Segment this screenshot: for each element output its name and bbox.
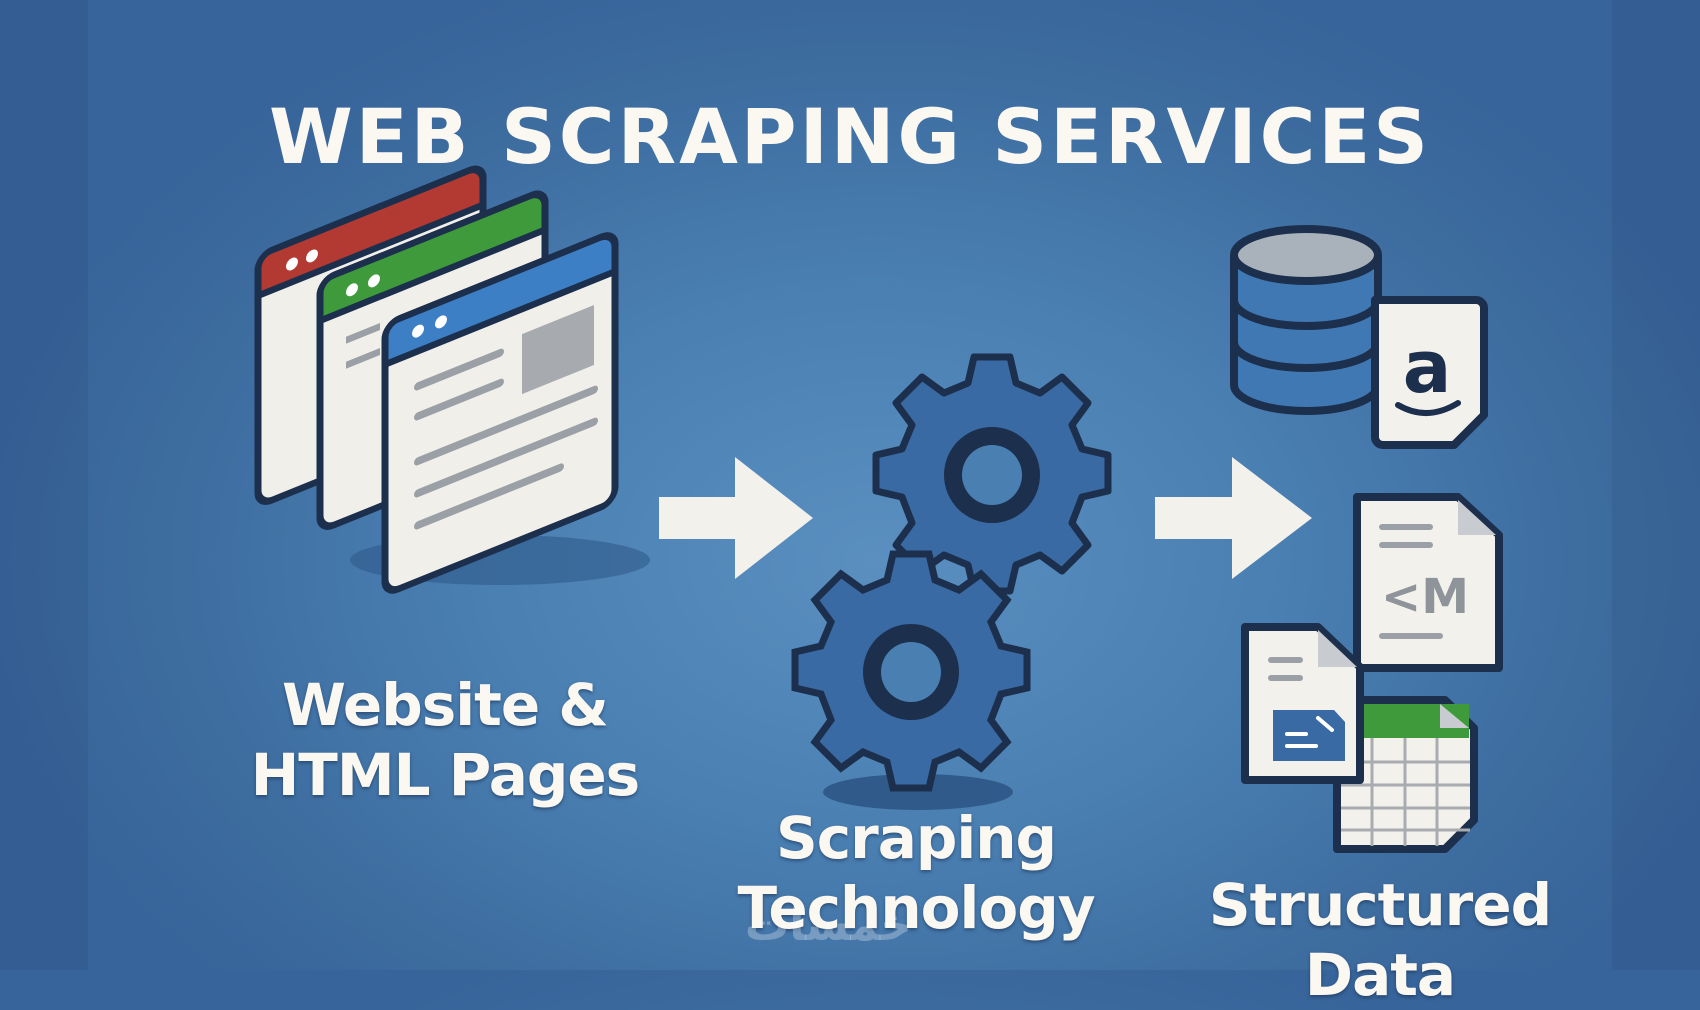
database-icon [1230, 225, 1382, 415]
arrow-right-icon [659, 457, 813, 579]
gears-icon [795, 353, 1112, 810]
stage-label-line: Website & [281, 671, 609, 739]
browser-window-blue [381, 232, 619, 594]
stage-label-line: Technology [737, 874, 1095, 942]
amazon-logo-letter: a [1403, 325, 1452, 409]
stage-label-line: Data [1304, 941, 1456, 1009]
stage-label-line: HTML Pages [250, 741, 640, 809]
page-title: WEB SCRAPING SERVICES [268, 92, 1432, 181]
arrow-right-icon [1155, 457, 1312, 579]
stage-label-website: Website & HTML Pages [245, 670, 645, 810]
stage-label-structured-data: Structured Data [1180, 870, 1580, 1010]
gear-upper-icon [872, 353, 1112, 595]
amazon-document-icon: a [1371, 296, 1488, 449]
right-edge-band [1612, 0, 1700, 970]
stage-label-line: Scraping [775, 804, 1057, 872]
xml-document-icon: <M [1353, 493, 1503, 672]
watermark: خمسات [745, 900, 912, 951]
document-icon [1241, 623, 1364, 784]
illustration: a <M [254, 165, 1503, 853]
left-edge-band [0, 0, 88, 970]
browser-windows-icon [254, 165, 650, 594]
stage-label-line: Structured [1208, 871, 1552, 939]
stage-label-scraping: Scraping Technology [716, 803, 1116, 943]
xml-tag-text: <M [1381, 569, 1469, 625]
gear-lower-icon [795, 554, 1027, 788]
